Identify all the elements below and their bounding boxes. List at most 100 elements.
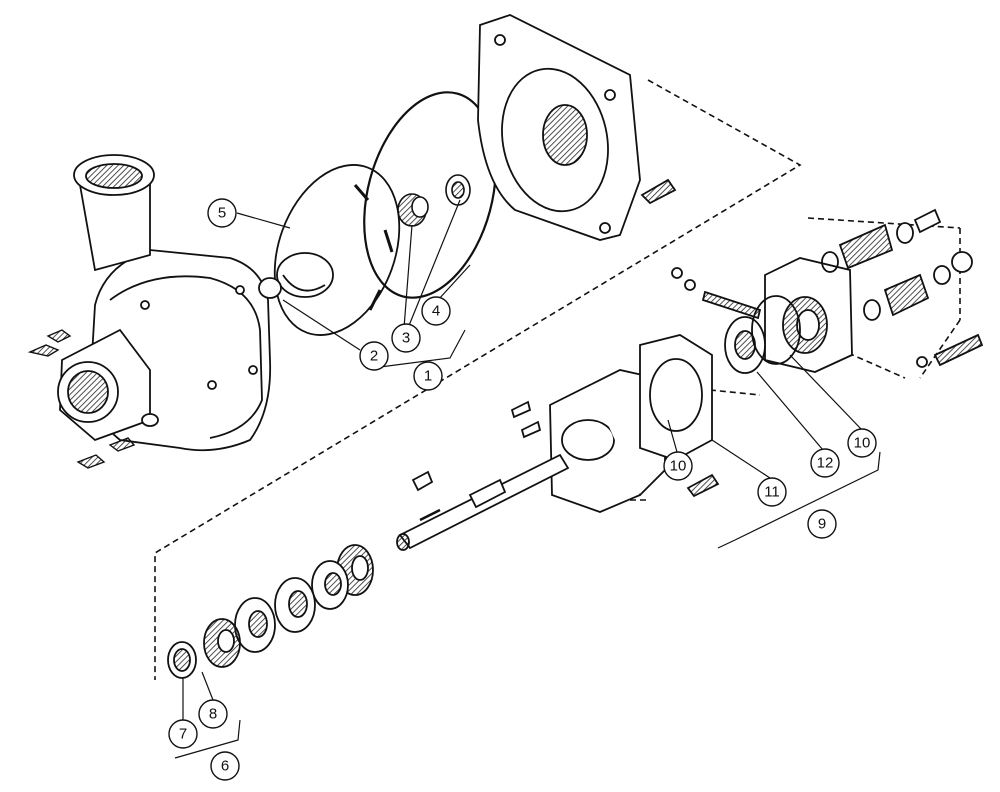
- bearing-5-bore: [217, 629, 235, 653]
- bearing-2-bore: [324, 572, 342, 596]
- valve-long-bolt: [916, 333, 984, 368]
- callout-4: 4: [421, 296, 451, 326]
- drive-shaft: [396, 453, 570, 551]
- housing-cap-bolt: [686, 473, 720, 498]
- callout-10a-label: 10: [670, 458, 687, 475]
- leader-4: [437, 264, 471, 301]
- housing-key-2: [520, 420, 542, 439]
- callout-8-label: 8: [209, 706, 217, 723]
- callout-2: 2: [359, 341, 389, 371]
- callout-10b-label: 10: [854, 435, 871, 452]
- adapter-bolt-hole-1: [494, 34, 506, 46]
- bearing-housing-face: [561, 419, 615, 461]
- impeller-vane-2: [383, 229, 394, 253]
- casing-boss: [141, 413, 159, 427]
- callout-3-label: 3: [402, 330, 410, 347]
- leader-11: [711, 439, 771, 479]
- suction-port-bore: [67, 370, 109, 414]
- leader-6-bracket: [174, 719, 241, 759]
- impeller-disc: [273, 164, 401, 336]
- callout-6-label: 6: [221, 758, 229, 775]
- upper-assembly-outline: [154, 79, 802, 680]
- leader-10a: [667, 419, 678, 453]
- valve-stud: [671, 267, 762, 320]
- bearing-4-bore: [248, 610, 268, 638]
- shaft-step: [468, 478, 507, 509]
- seal-rotating-face: [411, 196, 429, 218]
- callout-3: 3: [391, 323, 421, 353]
- casing-bolt-hole-2: [248, 365, 258, 375]
- adapter-bolt: [640, 178, 677, 205]
- callout-1: 1: [413, 361, 443, 391]
- leader-lines: [174, 199, 881, 759]
- casing-bolt-hole-1: [235, 285, 245, 295]
- drain-plugs: [27, 329, 136, 469]
- callout-2-label: 2: [370, 348, 378, 365]
- callout-markers: 5 2 3 4 1 10 11 12: [168, 198, 877, 781]
- impeller-hub-shade: [282, 274, 326, 292]
- snap-ring: [167, 641, 197, 679]
- casing-gasket: [363, 91, 497, 299]
- impeller-vane-3: [368, 289, 382, 311]
- callout-6: 6: [210, 751, 240, 781]
- shaft-seal: [173, 648, 191, 672]
- leader-9-bracket: [734, 451, 881, 541]
- casing-flange-detail: [109, 275, 263, 439]
- adapter-bolt-hole-2: [604, 89, 616, 101]
- shaft-end: [396, 533, 410, 551]
- leader-5: [236, 212, 291, 229]
- seal-plate-outline: [807, 217, 961, 379]
- callout-12-label: 12: [817, 455, 834, 472]
- valve-spring-upper: [838, 208, 942, 270]
- callout-10b: 10: [847, 428, 877, 458]
- leader-2: [282, 299, 361, 351]
- callout-1-label: 1: [424, 368, 432, 385]
- shaft-keyway: [419, 508, 441, 522]
- callout-12: 12: [810, 448, 840, 478]
- callout-4-label: 4: [432, 303, 440, 320]
- leader-12: [756, 371, 824, 451]
- bearing-3-bore: [288, 590, 308, 618]
- leader-9-bracket-left: [717, 539, 736, 549]
- callout-11-label: 11: [764, 484, 780, 501]
- valve-spring-lower: [883, 251, 973, 317]
- callout-9: 9: [807, 509, 837, 539]
- leader-3a: [403, 224, 413, 329]
- valve-oring-large: [751, 295, 801, 365]
- callout-7-label: 7: [179, 726, 187, 743]
- adapter-plate-bore: [542, 104, 588, 166]
- discharge-port-bore: [85, 163, 143, 189]
- bearing-spacer-1-bore: [351, 555, 369, 581]
- casing-bolt-hole-4: [140, 300, 150, 310]
- gasket-ring: [363, 91, 497, 299]
- leader-8: [201, 671, 214, 701]
- callout-5: 5: [207, 198, 237, 228]
- callout-10a: 10: [663, 451, 693, 481]
- leader-10b: [789, 354, 863, 431]
- bearing-housing: [510, 334, 720, 513]
- callout-8: 8: [198, 699, 228, 729]
- relief-valve-assembly: [671, 208, 984, 374]
- drain-plug-lower: [76, 437, 136, 469]
- bearing-stack: [167, 544, 374, 679]
- shaft-key: [411, 470, 434, 492]
- adapter-plate: [477, 14, 677, 241]
- housing-key-1: [510, 400, 532, 419]
- impeller-nut: [258, 277, 282, 299]
- seal-plate-opening: [649, 358, 703, 432]
- valve-oring-small-2: [863, 299, 881, 321]
- callout-11: 11: [757, 477, 787, 507]
- pump-casing: [57, 154, 272, 452]
- impeller: [258, 164, 401, 336]
- callout-5-label: 5: [218, 205, 226, 222]
- adapter-bolt-hole-3: [599, 222, 611, 234]
- impeller-hub: [276, 252, 334, 298]
- casing-bolt-hole-3: [207, 380, 217, 390]
- leader-1: [371, 329, 466, 369]
- callout-7: 7: [168, 719, 198, 749]
- callout-9-label: 9: [818, 516, 826, 533]
- relief-valve-bore-inner: [796, 309, 820, 341]
- valve-oring-small-1: [821, 251, 839, 273]
